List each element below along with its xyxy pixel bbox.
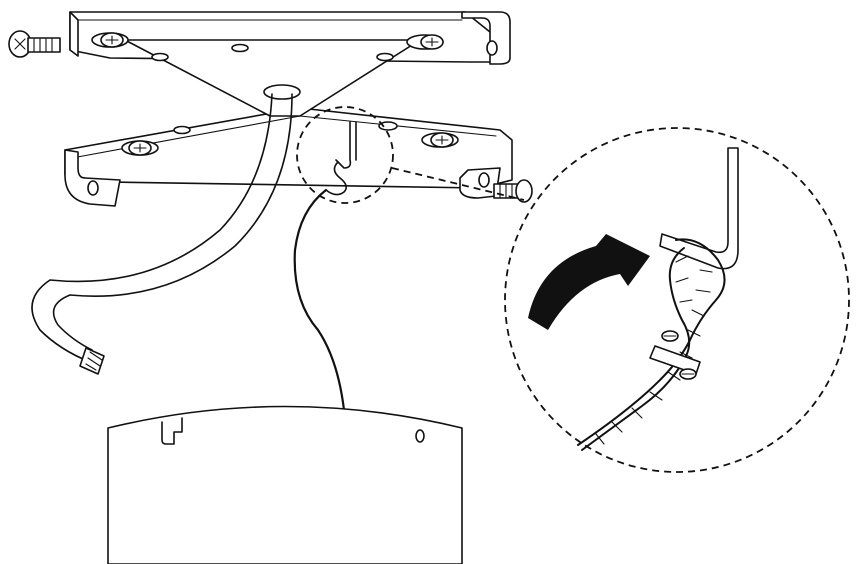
mounting-screw-right [493, 179, 533, 203]
magnifier-circle-icon [504, 127, 850, 473]
mounting-screw-left [8, 30, 61, 58]
detail-marker [296, 106, 394, 204]
slot-screw-icon [100, 32, 124, 48]
canopy-icon [107, 405, 463, 564]
slot-screw-icon [128, 140, 152, 156]
wire-icon [293, 121, 357, 412]
curved-arrow-icon [528, 234, 650, 330]
cable-icon [31, 93, 293, 375]
slot-screw-icon [430, 132, 454, 148]
slot-screw-icon [420, 34, 444, 50]
crossbar-bracket-icon [64, 11, 513, 207]
